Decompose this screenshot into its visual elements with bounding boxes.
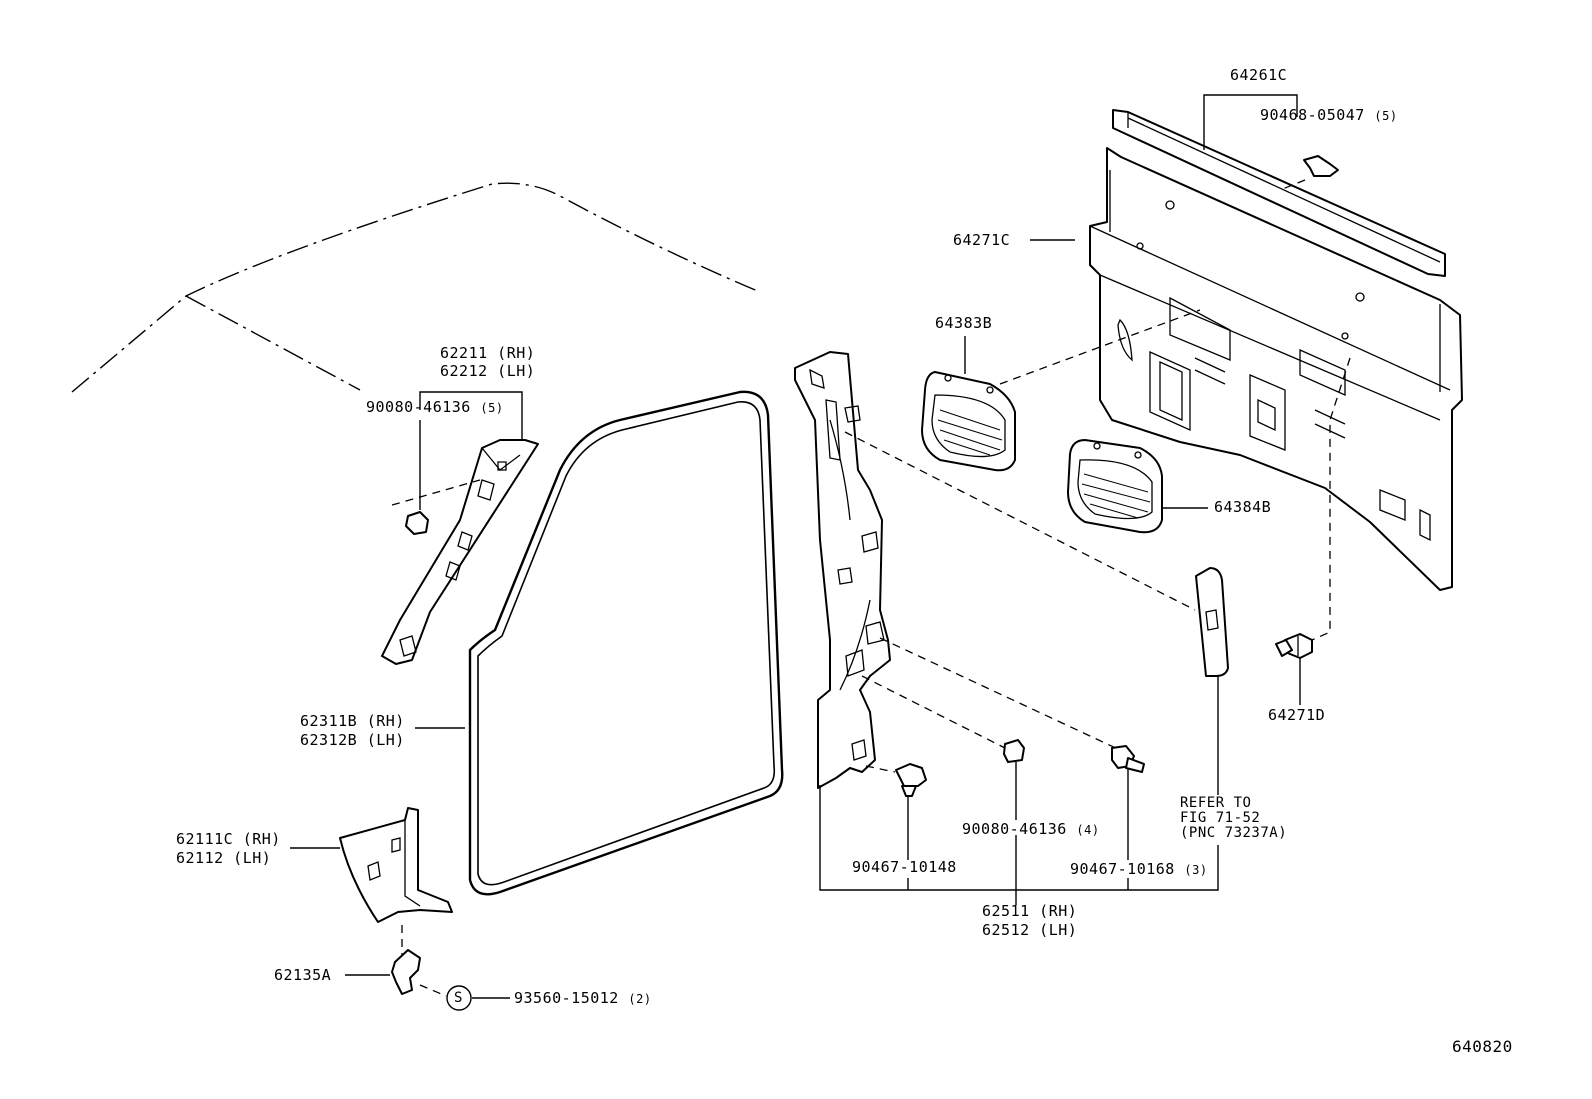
grille-hatch-64384b bbox=[1081, 473, 1151, 519]
refer-line-1: REFER TO bbox=[1180, 795, 1252, 811]
part-64261c-rail[interactable] bbox=[1112, 109, 1446, 277]
part-62511-center-pillar-garnish[interactable] bbox=[794, 351, 891, 789]
dash-line-pillar-to-90080-bot bbox=[861, 675, 1006, 749]
label-93560-15012-qty: (2) bbox=[628, 992, 652, 1006]
label-90467-10168-number: 90467-10168 bbox=[1070, 860, 1175, 878]
label-62112: 62112 (LH) bbox=[176, 849, 272, 867]
label-64271d: 64271D bbox=[1268, 706, 1326, 724]
label-90468-05047-number: 90468-05047 bbox=[1260, 106, 1365, 124]
dash-line-64383b bbox=[999, 309, 1201, 385]
label-64271c: 64271C bbox=[953, 231, 1011, 249]
label-93560-15012: 93560-15012 (2) bbox=[514, 989, 652, 1008]
label-90080-46136-top: 90080-46136 (5) bbox=[366, 398, 504, 417]
label-90080-46136-top-qty: (5) bbox=[480, 401, 504, 415]
part-64271c-back-panel[interactable] bbox=[1089, 147, 1463, 591]
label-64383b: 64383B bbox=[935, 314, 993, 332]
label-90467-10168-qty: (3) bbox=[1184, 863, 1208, 877]
label-62511: 62511 (RH) bbox=[982, 902, 1078, 920]
label-62135a: 62135A bbox=[274, 966, 332, 984]
diagram-id: 640820 bbox=[1452, 1037, 1513, 1056]
leader-lines bbox=[290, 94, 1301, 999]
label-90080-46136-top-number: 90080-46136 bbox=[366, 398, 471, 416]
label-90080-46136-bottom: 90080-46136 (4) bbox=[962, 820, 1100, 839]
label-62211: 62211 (RH) bbox=[440, 344, 536, 362]
label-93560-15012-number: 93560-15012 bbox=[514, 989, 619, 1007]
clip-90468-05047[interactable] bbox=[1303, 155, 1339, 177]
part-64383b-speaker-grille[interactable] bbox=[921, 371, 1016, 472]
part-62211-a-pillar-garnish[interactable] bbox=[381, 439, 539, 665]
refer-line-2: FIG 71-52 bbox=[1180, 810, 1261, 826]
clip-90080-46136-bottom[interactable] bbox=[1003, 739, 1025, 763]
clip-90080-46136-top[interactable] bbox=[405, 511, 429, 535]
part-refer-fig-71-52[interactable] bbox=[1195, 567, 1229, 677]
clip-90467-10148[interactable] bbox=[895, 763, 927, 797]
grille-hatch-64383b bbox=[937, 409, 1003, 456]
dash-line-62135a bbox=[419, 984, 447, 997]
dash-line-pillar-to-refer bbox=[844, 431, 1196, 611]
part-64384b-speaker-grille[interactable] bbox=[1067, 439, 1163, 534]
part-62311b-weatherstrip[interactable] bbox=[468, 390, 784, 896]
dash-line-64271d bbox=[1311, 357, 1351, 641]
label-62512: 62512 (LH) bbox=[982, 921, 1078, 939]
label-90467-10168: 90467-10168 (3) bbox=[1070, 860, 1208, 879]
part-62111c-cowl-side-trim[interactable] bbox=[339, 807, 453, 923]
dash-line-pillar-to-90467-10148 bbox=[865, 765, 896, 773]
label-62312b: 62312B (LH) bbox=[300, 731, 405, 749]
screw-symbol-label: S bbox=[454, 990, 463, 1006]
label-62111c: 62111C (RH) bbox=[176, 830, 281, 848]
label-refer-to-fig: REFER TO FIG 71-52 (PNC 73237A) bbox=[1180, 796, 1287, 841]
label-64261c: 64261C bbox=[1230, 66, 1288, 84]
label-90080-46136-bottom-qty: (4) bbox=[1076, 823, 1100, 837]
label-64384b: 64384B bbox=[1214, 498, 1272, 516]
dash-line-90080-top bbox=[391, 479, 481, 506]
clip-62135a[interactable] bbox=[391, 949, 421, 995]
screw-symbol-circle bbox=[446, 985, 472, 1011]
label-90468-05047: 90468-05047 (5) bbox=[1260, 106, 1398, 125]
label-62311b: 62311B (RH) bbox=[300, 712, 405, 730]
refer-line-3: (PNC 73237A) bbox=[1180, 825, 1288, 841]
clip-90467-10168[interactable] bbox=[1111, 745, 1145, 773]
part-64271d-clip[interactable] bbox=[1275, 633, 1313, 659]
cab-outline-phantom bbox=[71, 182, 761, 393]
dash-line-90468 bbox=[1279, 179, 1306, 191]
dash-line-pillar-to-90467-10168 bbox=[879, 637, 1121, 751]
label-90080-46136-bottom-number: 90080-46136 bbox=[962, 820, 1067, 838]
label-62212: 62212 (LH) bbox=[440, 362, 536, 380]
label-90467-10148: 90467-10148 bbox=[852, 858, 957, 876]
label-90468-05047-qty: (5) bbox=[1374, 109, 1398, 123]
